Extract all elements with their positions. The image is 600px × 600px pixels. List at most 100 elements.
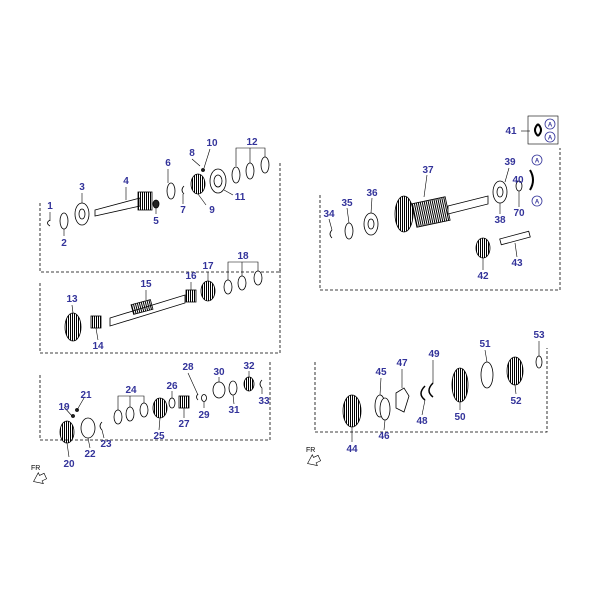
marker-a-3: A: [531, 154, 543, 166]
fr-right-label: FR: [306, 447, 315, 454]
inset-box: [527, 115, 559, 145]
part-13-gear: [64, 312, 82, 342]
part-1-clip: [47, 219, 51, 227]
part-2-snap-ring: [59, 212, 69, 230]
part-23-clip: [99, 421, 103, 431]
frame-lower-right: [314, 348, 548, 433]
part-37-cluster: [411, 196, 451, 228]
callout-35: 35: [341, 198, 353, 209]
callout-51: 51: [479, 339, 491, 350]
callout-labels: 1 2 3 4 5 6 7 8 9 10 11 12 13 14 15 16 1…: [47, 126, 545, 470]
callout-2: 2: [61, 238, 67, 249]
arrow-icon: [307, 454, 322, 467]
marker-a-3-label: A: [535, 159, 540, 165]
part-20-gear: [59, 420, 75, 444]
callout-30: 30: [213, 367, 225, 378]
part-40-clip: [529, 169, 534, 191]
part-24-ring-b: [125, 406, 135, 422]
part-42-reverse-gear: [475, 237, 491, 259]
callout-19: 19: [58, 402, 70, 413]
callout-14: 14: [92, 341, 104, 352]
part-46-ring: [379, 397, 391, 421]
callout-3: 3: [79, 182, 85, 193]
callout-12: 12: [246, 137, 258, 148]
callout-21: 21: [80, 390, 92, 401]
part-24-ring-a: [113, 409, 123, 425]
part-4-input-shaft: [94, 197, 141, 217]
callout-48: 48: [416, 416, 428, 427]
callout-29: 29: [198, 410, 210, 421]
part-4-gear: [137, 191, 153, 211]
callout-38: 38: [494, 215, 506, 226]
callout-34: 34: [323, 209, 335, 220]
reference-markers: A A A A: [531, 118, 556, 207]
callout-37: 37: [422, 165, 434, 176]
part-53-washer: [535, 355, 543, 369]
input-shaft-group: [47, 156, 270, 230]
marker-a-2-label: A: [548, 136, 553, 142]
fr-indicator-left: FR: [31, 465, 48, 485]
callout-70: 70: [513, 208, 525, 219]
part-27-needle-bearing: [178, 395, 190, 409]
frame-upper-right: [319, 148, 561, 291]
countershaft-group: [329, 123, 542, 259]
callout-20: 20: [63, 459, 75, 470]
part-5-pin: [152, 199, 160, 209]
arrow-icon: [33, 472, 48, 485]
part-51-ring: [480, 361, 494, 389]
part-6-washer: [166, 182, 176, 200]
synchro-group: [342, 355, 543, 428]
callout-39: 39: [504, 157, 516, 168]
marker-a-1: A: [544, 118, 556, 130]
part-24-ring-c: [139, 402, 149, 418]
callout-17: 17: [202, 261, 214, 272]
callout-18: 18: [237, 251, 249, 262]
callout-23: 23: [100, 439, 112, 450]
part-8-ball: [201, 168, 205, 172]
frame-mid-left: [39, 270, 281, 354]
callout-36: 36: [366, 188, 378, 199]
part-47-key: [395, 387, 410, 413]
part-29-washer: [201, 394, 207, 402]
callout-16: 16: [185, 271, 197, 282]
callout-41: 41: [505, 126, 517, 137]
leader-lines: [49, 130, 540, 458]
callout-4: 4: [123, 176, 129, 187]
callout-28: 28: [182, 362, 194, 373]
callout-15: 15: [140, 279, 152, 290]
callout-33: 33: [258, 396, 270, 407]
part-43-reverse-shaft: [499, 230, 531, 246]
callout-42: 42: [477, 271, 489, 282]
part-16-needle-bearing: [185, 289, 197, 303]
callout-13: 13: [66, 294, 78, 305]
marker-a-4: A: [531, 195, 543, 207]
part-34-clip: [329, 229, 333, 239]
part-33-clip: [259, 379, 263, 389]
callout-32: 32: [243, 361, 255, 372]
part-35-snap-ring: [344, 222, 354, 240]
part-7-clip: [181, 185, 185, 195]
part-17-gear: [200, 280, 216, 302]
part-18-ring-c: [253, 270, 263, 286]
part-25-gear: [152, 397, 168, 419]
callout-46: 46: [378, 431, 390, 442]
part-22-bearing: [80, 417, 96, 439]
callout-25: 25: [153, 431, 165, 442]
callout-8: 8: [189, 148, 195, 159]
callout-49: 49: [428, 349, 440, 360]
part-48-spring: [420, 385, 426, 401]
part-52-gear: [506, 356, 524, 386]
frame-lower-left: [39, 362, 271, 441]
section-frames: [39, 148, 561, 441]
callout-1: 1: [47, 201, 53, 212]
callout-7: 7: [180, 205, 186, 216]
callout-24: 24: [125, 385, 137, 396]
callout-50: 50: [454, 412, 466, 423]
part-14-needle-bearing: [90, 315, 102, 329]
part-9-gear: [190, 173, 206, 195]
callout-47: 47: [396, 358, 408, 369]
callout-40: 40: [512, 175, 524, 186]
part-50-sleeve: [451, 367, 469, 403]
part-26-washer: [168, 397, 176, 409]
part-44-gear: [342, 394, 362, 428]
